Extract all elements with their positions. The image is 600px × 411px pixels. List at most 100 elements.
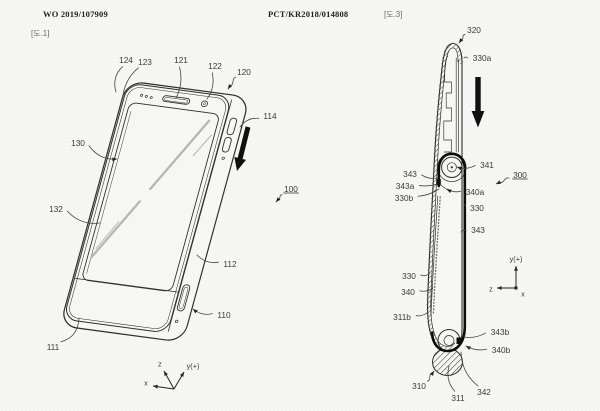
earpiece-speaker-inner <box>164 97 188 104</box>
ref-label-343b: 343b <box>491 327 510 337</box>
front-camera <box>200 100 208 108</box>
leader-line-343b <box>463 332 487 338</box>
leader-line-343 <box>460 229 467 233</box>
axis-arrowhead-y(+) <box>514 266 518 271</box>
ref-label-122: 122 <box>208 61 222 71</box>
ref-label-343a: 343a <box>396 181 415 191</box>
leader-arrowhead-340b <box>466 346 471 350</box>
axis-label-y(+): y(+) <box>187 362 200 371</box>
leader-arrowhead-130 <box>112 157 117 162</box>
axis-arrowhead-z <box>164 371 168 376</box>
ref-label-112: 112 <box>223 259 237 269</box>
figure3-annotations: 320 330a 341 343 343a 330b 340a 330 343 300 330 340… <box>393 25 528 403</box>
ref-label-330: 330 <box>402 271 416 281</box>
ref-label-340b: 340b <box>492 345 511 355</box>
ref-label-120: 120 <box>237 67 251 77</box>
ref-label-330b: 330b <box>395 193 414 203</box>
side-slot-inner <box>178 286 189 309</box>
flexible-back-hatch <box>426 42 464 352</box>
ref-label-111: 111 <box>47 342 60 352</box>
axis-label-z: z <box>158 360 162 369</box>
leader-arrowhead-310 <box>429 371 434 376</box>
volume-up-button[interactable] <box>226 117 238 136</box>
ref-label-100: 100 <box>284 184 298 194</box>
phone-front-inner-line <box>69 87 227 329</box>
screen-edge-line <box>86 111 132 274</box>
axis-label-z: z <box>489 285 493 294</box>
front-camera-lens <box>203 102 206 105</box>
leader-line-123 <box>122 67 139 96</box>
earpiece-speaker <box>162 95 191 105</box>
front-side-edge <box>167 99 233 332</box>
figure1-smartphone-perspective <box>63 82 251 341</box>
leader-line-330b <box>417 188 440 197</box>
leader-line-311 <box>447 365 456 392</box>
axis-label-y(+): y(+) <box>510 255 523 264</box>
ref-label-132: 132 <box>49 204 63 214</box>
leader-line-132 <box>66 210 101 224</box>
ref-label-124: 124 <box>119 55 133 65</box>
ref-label-311: 311 <box>451 393 465 403</box>
ref-label-343: 343 <box>403 169 417 179</box>
ref-label-110: 110 <box>217 310 231 320</box>
inner-left-wall <box>430 195 439 317</box>
frame-structure <box>437 55 459 192</box>
cushion-dots <box>432 196 441 316</box>
ref-label-342: 342 <box>477 387 491 397</box>
leader-arrowhead-320 <box>459 38 464 43</box>
leader-line-343a <box>418 183 438 187</box>
ref-label-320: 320 <box>467 25 481 35</box>
publication-number: WO 2019/107909 <box>43 9 108 19</box>
leader-line-112 <box>196 254 220 263</box>
axis-label-x: x <box>144 379 148 388</box>
ref-label-130: 130 <box>71 138 85 148</box>
axis-label-x: x <box>521 290 525 299</box>
leader-line-122 <box>206 72 214 100</box>
leader-arrowhead-100 <box>276 197 281 202</box>
leader-line-340 <box>419 287 434 292</box>
leader-line-330a <box>463 56 468 59</box>
leader-line-124 <box>114 66 123 93</box>
display-top-anchor <box>436 179 441 185</box>
sensor-dots <box>140 93 153 100</box>
leader-line-121 <box>175 66 182 99</box>
side-dot <box>221 156 225 160</box>
display-bottom-anchor <box>456 337 462 344</box>
ref-label-330: 330 <box>470 203 484 213</box>
side-slot <box>176 284 191 312</box>
ref-label-121: 121 <box>174 55 188 65</box>
ref-label-300: 300 <box>513 170 527 180</box>
volume-down-button[interactable] <box>221 137 232 153</box>
leader-line-311b <box>415 311 429 317</box>
ref-label-311b: 311b <box>393 312 411 322</box>
leader-line-114 <box>239 117 260 128</box>
leader-arrowhead-340a <box>447 189 452 194</box>
ref-label-340a: 340a <box>466 187 485 197</box>
leader-line-330 <box>463 204 466 207</box>
ref-label-123: 123 <box>138 57 152 67</box>
figure1-tag: [도.1] <box>31 29 50 38</box>
slide-direction-arrow <box>234 126 251 171</box>
ref-label-341: 341 <box>480 160 494 170</box>
bottom-housing-foot <box>432 348 463 376</box>
leader-arrowhead-110 <box>193 309 198 314</box>
application-number: PCT/KR2018/014808 <box>268 9 349 19</box>
ref-label-330a: 330a <box>473 53 492 63</box>
leader-arrowhead-300 <box>496 180 501 184</box>
axis-arrowhead-x <box>153 384 158 389</box>
ref-label-343: 343 <box>471 225 485 235</box>
slide-direction-arrow-fig3 <box>471 77 485 128</box>
ref-label-340: 340 <box>401 287 415 297</box>
figure3-tag: [도.3] <box>384 10 403 19</box>
axis-arrowhead-z <box>497 286 502 290</box>
screen-reflections <box>90 119 212 259</box>
display-screen <box>82 102 219 292</box>
ref-label-310: 310 <box>412 381 426 391</box>
side-mic-hole <box>174 319 179 324</box>
leader-line-343 <box>421 174 438 179</box>
leader-arrowhead-120 <box>228 84 233 89</box>
leader-arrowhead-341 <box>457 166 462 171</box>
